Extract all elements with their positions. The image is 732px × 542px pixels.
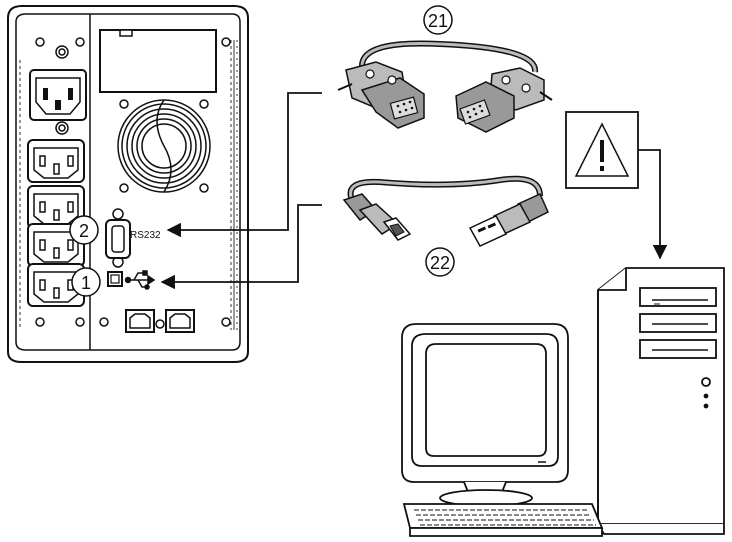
callout-usb-port: 1 [71, 267, 101, 297]
ac-output-socket [27, 139, 85, 183]
ac-output-socket [27, 185, 85, 229]
usb-cable-callout: 22 [425, 247, 455, 277]
monitor-icon [401, 323, 569, 507]
svg-text:2: 2 [79, 221, 89, 241]
communication-card-slot [99, 29, 217, 93]
network-surge-ports [125, 309, 195, 333]
svg-text:22: 22 [430, 253, 450, 273]
computer-tower-icon [597, 267, 725, 535]
serial-cable-icon [337, 40, 553, 133]
usb-connection-line [160, 204, 322, 290]
usb-port [107, 271, 123, 287]
usb-cable-icon [342, 175, 549, 247]
ac-output-sockets [27, 139, 85, 307]
computer-connection-line [638, 149, 668, 260]
callout-serial-port: 2 [69, 215, 99, 245]
cooling-fan-icon [117, 99, 211, 193]
rs232-port-label: RS232 [130, 230, 161, 241]
serial-cable-callout: 21 [423, 5, 453, 35]
serial-connection-line [166, 92, 322, 238]
warning-triangle-icon [565, 111, 639, 189]
ups-rear-panel: RS232 [7, 5, 249, 363]
fuse-holder-icon [55, 45, 69, 135]
rs232-serial-port [105, 208, 131, 268]
ac-input-socket [29, 69, 87, 121]
ac-output-socket [27, 263, 85, 307]
svg-text:21: 21 [428, 11, 448, 31]
svg-text:1: 1 [81, 273, 91, 293]
usb-symbol-icon [124, 270, 156, 290]
keyboard-icon [402, 503, 604, 537]
